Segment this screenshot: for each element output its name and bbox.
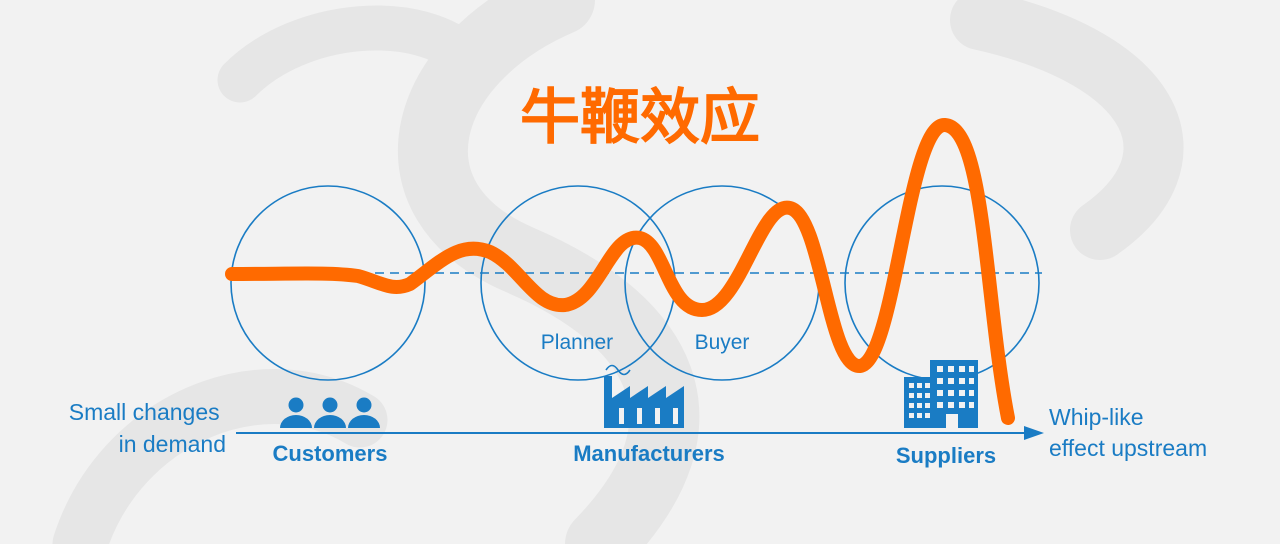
buyer-label: Buyer bbox=[695, 331, 750, 354]
left-note-line-1: Small changes bbox=[69, 399, 220, 425]
diagram-title: 牛鞭效应 bbox=[520, 83, 760, 153]
customers-label: Customers bbox=[273, 441, 388, 466]
left-note: Small changes in demand bbox=[69, 399, 226, 457]
office-building-icon bbox=[904, 360, 978, 428]
left-note-line-2: in demand bbox=[119, 431, 226, 457]
axis-arrowhead bbox=[1024, 426, 1044, 440]
factory-icon bbox=[604, 364, 684, 428]
right-note-line-2: effect upstream bbox=[1049, 435, 1207, 461]
right-note-line-1: Whip-like bbox=[1049, 404, 1144, 430]
right-note: Whip-like effect upstream bbox=[1049, 404, 1207, 461]
manufacturers-label: Manufacturers bbox=[573, 441, 725, 466]
planner-label: Planner bbox=[541, 331, 613, 354]
people-group-icon bbox=[280, 397, 380, 428]
bullwhip-curve bbox=[225, 118, 1015, 425]
suppliers-label: Suppliers bbox=[896, 443, 996, 468]
customers-circle bbox=[230, 185, 426, 381]
